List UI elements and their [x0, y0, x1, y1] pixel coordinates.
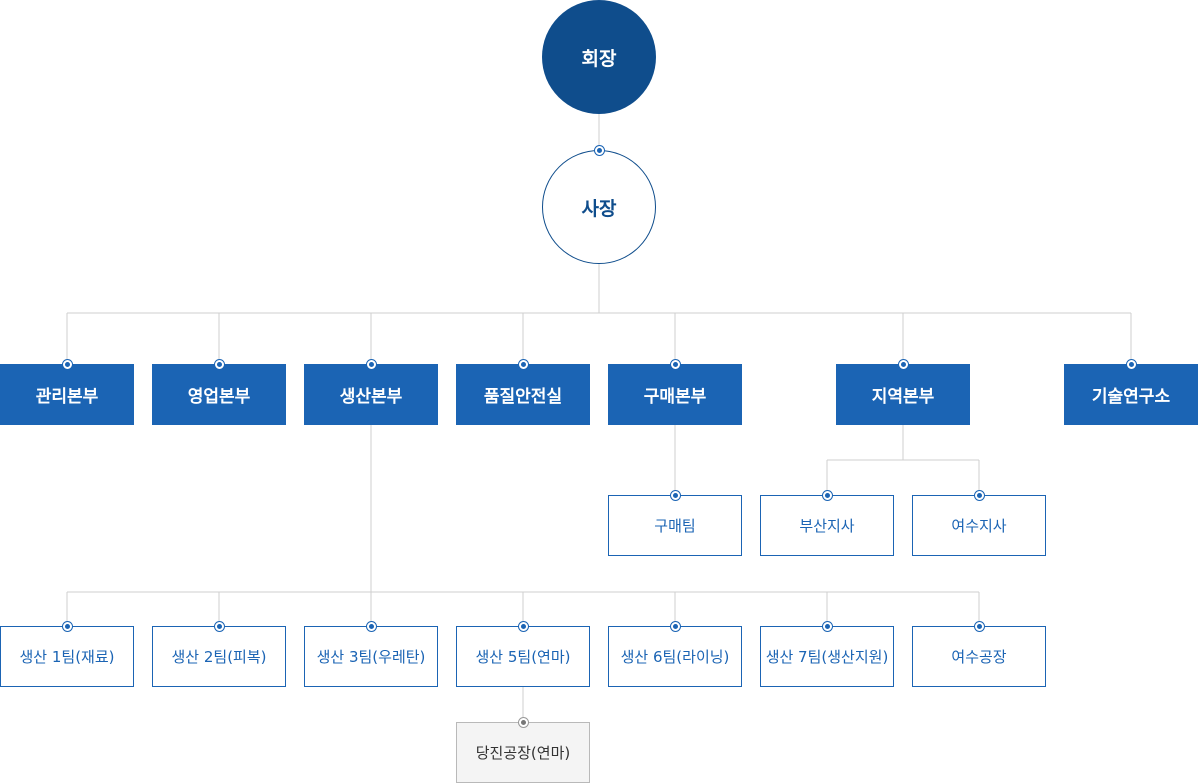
connector-dot-sales: [215, 360, 224, 369]
busan-branch-label: 부산지사: [799, 517, 855, 535]
connector-dot-purchasing-team: [671, 491, 680, 500]
president-label: 사장: [581, 197, 617, 220]
prod-team-6[interactable]: 생산 6팀(라이닝): [608, 626, 742, 687]
prod-team-2[interactable]: 생산 2팀(피복): [152, 626, 286, 687]
dangjin-factory[interactable]: 당진공장(연마): [456, 722, 590, 783]
connector-dot-busan: [823, 491, 832, 500]
connector-dot-purchasing: [671, 360, 680, 369]
connector-dot-team2: [215, 622, 224, 631]
prod-team-5[interactable]: 생산 5팀(연마): [456, 626, 590, 687]
yeosu-factory[interactable]: 여수공장: [912, 626, 1046, 687]
prod-team-3[interactable]: 생산 3팀(우레탄): [304, 626, 438, 687]
yeosu-branch-label: 여수지사: [951, 517, 1007, 535]
dept-rnd[interactable]: 기술연구소: [1064, 364, 1198, 425]
dept-admin[interactable]: 관리본부: [0, 364, 134, 425]
connector-dot-dangjin: [519, 718, 528, 727]
connector-dot-quality: [519, 360, 528, 369]
prod-team-7[interactable]: 생산 7팀(생산지원): [760, 626, 894, 687]
connector-dot-regional: [899, 360, 908, 369]
prod-team-3-label: 생산 3팀(우레탄): [316, 648, 426, 666]
dept-rnd-label: 기술연구소: [1091, 387, 1171, 407]
connector-dot-president: [595, 146, 604, 155]
connector-dot-rnd: [1127, 360, 1136, 369]
yeosu-branch[interactable]: 여수지사: [912, 495, 1046, 556]
dept-purchasing-label: 구매본부: [643, 387, 707, 407]
chairman-node: 회장: [542, 0, 656, 114]
dept-admin-label: 관리본부: [35, 387, 99, 407]
busan-branch[interactable]: 부산지사: [760, 495, 894, 556]
dept-sales[interactable]: 영업본부: [152, 364, 286, 425]
dept-sales-label: 영업본부: [187, 387, 251, 407]
connector-dot-production: [367, 360, 376, 369]
purchasing-team[interactable]: 구매팀: [608, 495, 742, 556]
connector-dot-team7: [823, 622, 832, 631]
connector-dot-team6: [671, 622, 680, 631]
dangjin-factory-label: 당진공장(연마): [475, 744, 571, 762]
prod-team-1-label: 생산 1팀(재료): [19, 648, 115, 666]
prod-team-1[interactable]: 생산 1팀(재료): [0, 626, 134, 687]
connector-dot-yeosu-factory: [975, 622, 984, 631]
dept-regional-label: 지역본부: [871, 387, 935, 407]
dept-production[interactable]: 생산본부: [304, 364, 438, 425]
purchasing-team-label: 구매팀: [654, 517, 696, 535]
prod-team-7-label: 생산 7팀(생산지원): [765, 648, 889, 666]
connector-dot-team3: [367, 622, 376, 631]
dept-production-label: 생산본부: [339, 387, 403, 407]
prod-team-5-label: 생산 5팀(연마): [475, 648, 571, 666]
yeosu-factory-label: 여수공장: [951, 648, 1007, 666]
dept-quality[interactable]: 품질안전실: [456, 364, 590, 425]
prod-team-6-label: 생산 6팀(라이닝): [620, 648, 730, 666]
connector-dot-team1: [63, 622, 72, 631]
connector-dot-yeosu-branch: [975, 491, 984, 500]
president-node: 사장: [542, 150, 656, 264]
dept-regional[interactable]: 지역본부: [836, 364, 970, 425]
connector-dot-admin: [63, 360, 72, 369]
dept-purchasing[interactable]: 구매본부: [608, 364, 742, 425]
connector-dot-team5: [519, 622, 528, 631]
chairman-label: 회장: [581, 47, 617, 70]
prod-team-2-label: 생산 2팀(피복): [171, 648, 267, 666]
dept-quality-label: 품질안전실: [483, 387, 563, 407]
